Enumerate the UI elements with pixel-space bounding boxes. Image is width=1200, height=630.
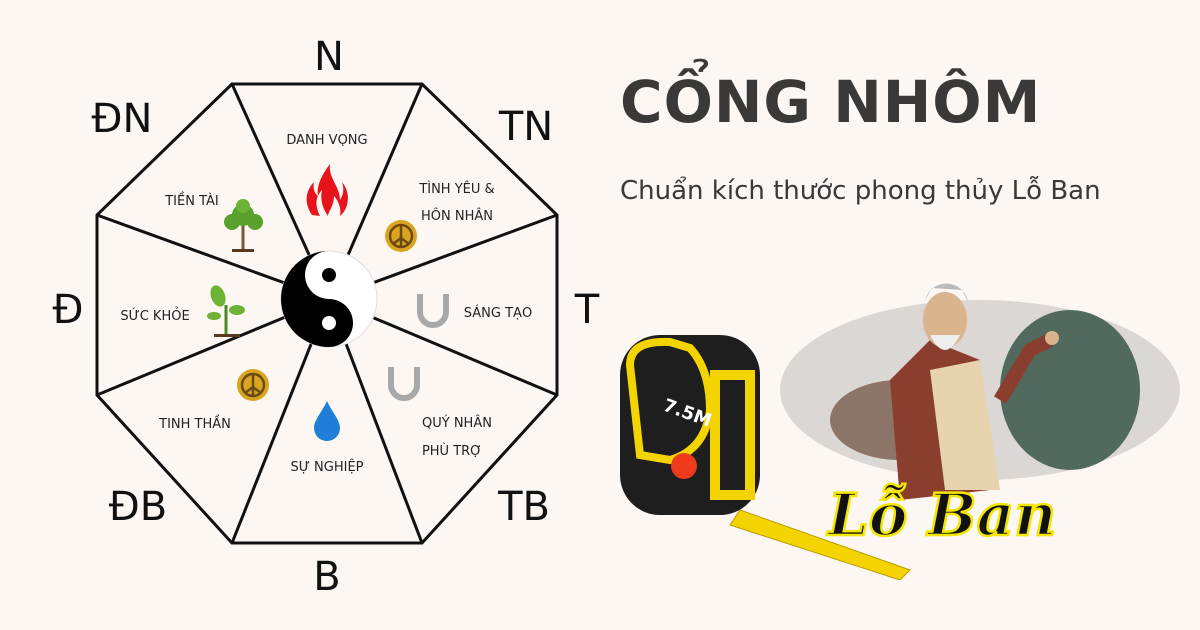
sector-label-hon-nhan: HÔN NHÂN bbox=[421, 208, 493, 224]
horseshoe-icon bbox=[417, 294, 449, 328]
direction-d: Đ bbox=[53, 287, 84, 333]
bagua-diagram: N TN T TB B ĐB Đ ĐN DANH VỌNG TÌNH YÊU &… bbox=[53, 34, 600, 600]
fire-icon bbox=[306, 164, 348, 216]
direction-tn: TN bbox=[498, 104, 553, 150]
sprout-icon bbox=[207, 285, 245, 337]
direction-dn: ĐN bbox=[92, 96, 153, 142]
page-title: CỔNG NHÔM bbox=[620, 68, 1042, 136]
water-drop-icon bbox=[314, 401, 340, 441]
lo-ban-logo: Lỗ Ban bbox=[826, 481, 1056, 549]
page-subtitle: Chuẩn kích thước phong thủy Lỗ Ban bbox=[620, 176, 1101, 206]
horseshoe-icon bbox=[388, 367, 420, 401]
sector-label-suc-khoe: SỨC KHỎE bbox=[120, 307, 189, 324]
direction-b: B bbox=[313, 554, 340, 600]
yin-yang-icon bbox=[280, 250, 378, 348]
sector-label-tinh-than: TINH THẦN bbox=[158, 415, 231, 432]
sector-label-sang-tao: SÁNG TẠO bbox=[464, 305, 532, 321]
tape-measure-icon: 7.5M bbox=[620, 335, 911, 580]
sector-label-danh-vong: DANH VỌNG bbox=[286, 133, 367, 148]
sector-label-tien-tai: TIỀN TÀI bbox=[164, 192, 219, 209]
lo-ban-portrait bbox=[780, 283, 1180, 500]
illustration: 7.5M Lỗ Ban bbox=[620, 283, 1180, 580]
sector-label-quy-nhan: QUÝ NHÂN bbox=[422, 415, 492, 431]
direction-n: N bbox=[314, 34, 344, 80]
direction-t: T bbox=[574, 287, 600, 333]
peace-sign-icon bbox=[237, 369, 269, 401]
peace-sign-icon bbox=[385, 220, 417, 252]
sector-label-tinh-yeu: TÌNH YÊU & bbox=[418, 181, 494, 197]
direction-tb: TB bbox=[497, 484, 550, 530]
sector-label-su-nghiep: SỰ NGHIỆP bbox=[291, 459, 364, 475]
tree-icon bbox=[224, 199, 263, 252]
direction-db: ĐB bbox=[109, 484, 167, 530]
sector-label-phu-tro: PHÙ TRỢ bbox=[422, 443, 482, 459]
